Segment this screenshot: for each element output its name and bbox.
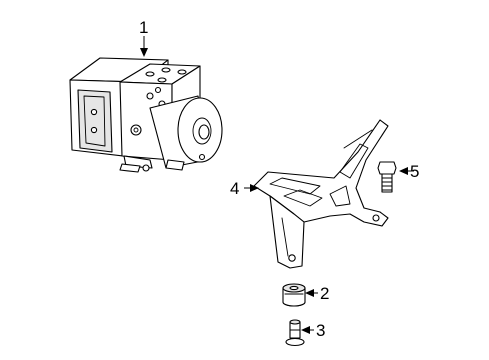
mounting-bracket [253, 119, 389, 269]
callout-leaders [140, 36, 414, 334]
callout-5: 5 [410, 162, 419, 181]
callout-1: 1 [139, 18, 148, 37]
stud [285, 319, 305, 347]
abs-modulator-unit [69, 57, 223, 173]
bolt [377, 161, 397, 193]
grommet [282, 283, 306, 307]
callout-2: 2 [320, 284, 329, 303]
callout-4: 4 [230, 179, 239, 198]
callout-3: 3 [316, 321, 325, 340]
